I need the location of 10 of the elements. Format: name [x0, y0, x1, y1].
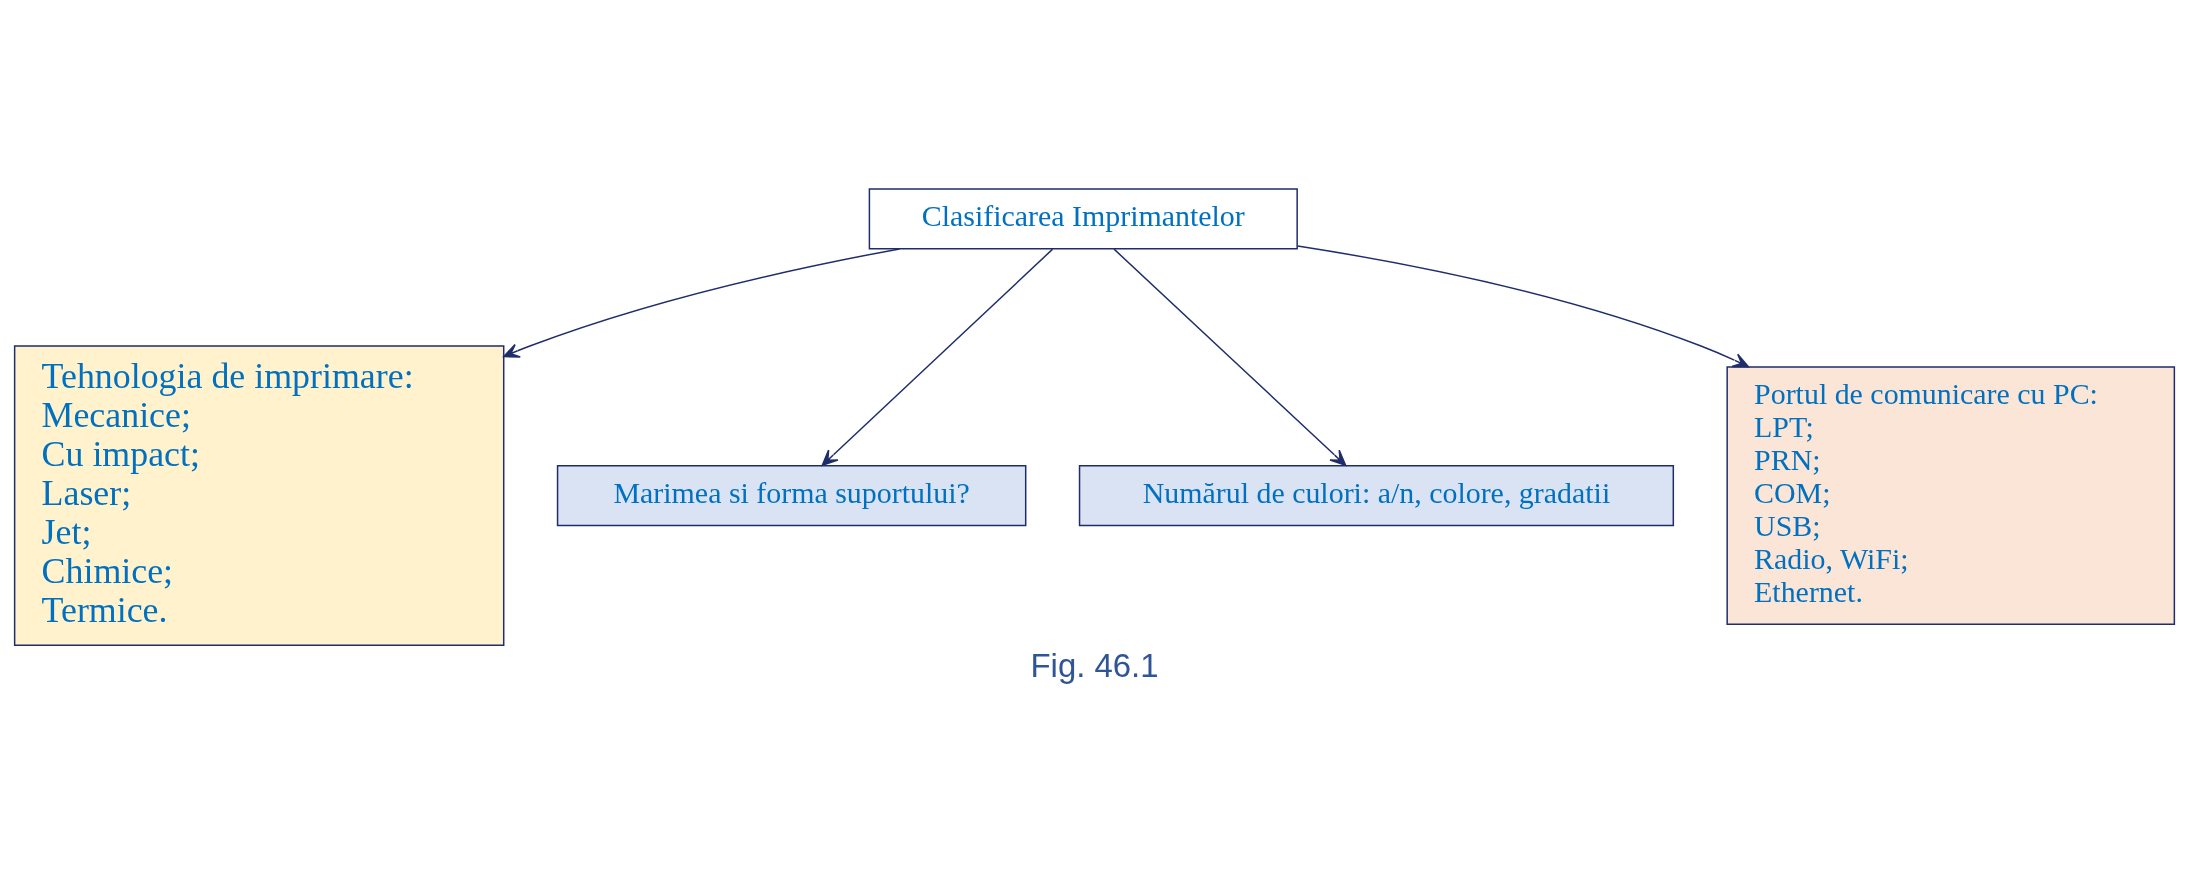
node-box: Clasificarea Imprimantelor — [868, 188, 1298, 250]
node-box: Marimea si forma suportului? — [556, 464, 1027, 527]
node-box: Portul de comunicare cu PC: LPT; PRN; COM; USB; Radio, WiFi; Ethernet. — [1726, 366, 2176, 625]
caption: Fig. 46.1 — [1030, 647, 1159, 685]
arrow — [503, 248, 901, 358]
arrow — [1113, 248, 1347, 467]
arrow — [821, 248, 1054, 467]
node-box: Tehnologia de imprimare: Mecanice; Cu impact; Laser; Jet; Chimice; Termice. — [13, 345, 505, 646]
arrow — [1296, 245, 1750, 368]
node-box: Numărul de culori: a/n, colore, gradatii — [1078, 464, 1675, 527]
